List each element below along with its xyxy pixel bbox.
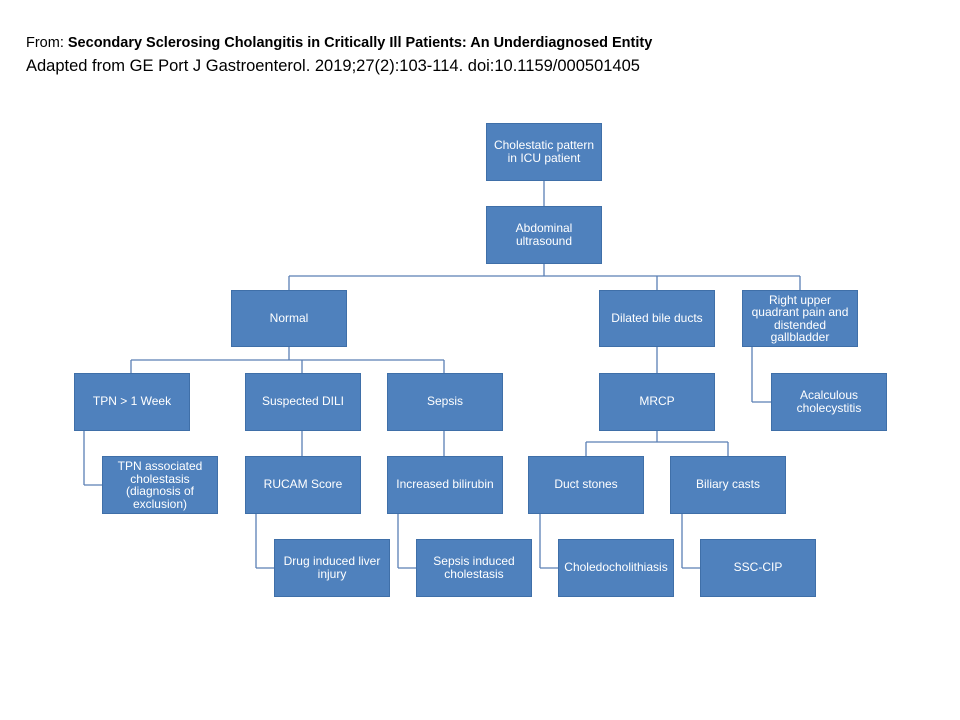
figure-source-line: From: Secondary Sclerosing Cholangitis i… — [26, 34, 726, 53]
node-increased-bilirubin: Increased bilirubin — [387, 456, 503, 514]
node-normal: Normal — [231, 290, 347, 347]
from-label: From: — [26, 35, 68, 51]
article-title: Secondary Sclerosing Cholangitis in Crit… — [67, 35, 653, 51]
node-biliary-casts: Biliary casts — [670, 456, 786, 514]
node-duct-stones: Duct stones — [528, 456, 644, 514]
citation: Adapted from GE Port J Gastroenterol. 20… — [26, 57, 640, 75]
node-acalculous-cholecystitis: Acalculous cholecystitis — [771, 373, 887, 431]
node-mrcp: MRCP — [599, 373, 715, 431]
node-sepsis: Sepsis — [387, 373, 503, 431]
node-dilated-bile-ducts: Dilated bile ducts — [599, 290, 715, 347]
node-choledocholithiasis: Choledocholithiasis — [558, 539, 674, 597]
node-sepsis-induced-cholestasis: Sepsis induced cholestasis — [416, 539, 532, 597]
node-abdominal-ultrasound: Abdominal ultrasound — [486, 206, 602, 264]
node-drug-induced-liver-injury: Drug induced liver injury — [274, 539, 390, 597]
node-rucam-score: RUCAM Score — [245, 456, 361, 514]
node-ruq-pain: Right upper quadrant pain and distended … — [742, 290, 858, 347]
figure-header: From: Secondary Sclerosing Cholangitis i… — [26, 34, 726, 77]
node-suspected-dili: Suspected DILI — [245, 373, 361, 431]
node-cholestatic-pattern: Cholestatic pattern in ICU patient — [486, 123, 602, 181]
node-tpn-cholestasis: TPN associated cholestasis (diagnosis of… — [102, 456, 218, 514]
node-tpn: TPN > 1 Week — [74, 373, 190, 431]
node-ssc-cip: SSC-CIP — [700, 539, 816, 597]
